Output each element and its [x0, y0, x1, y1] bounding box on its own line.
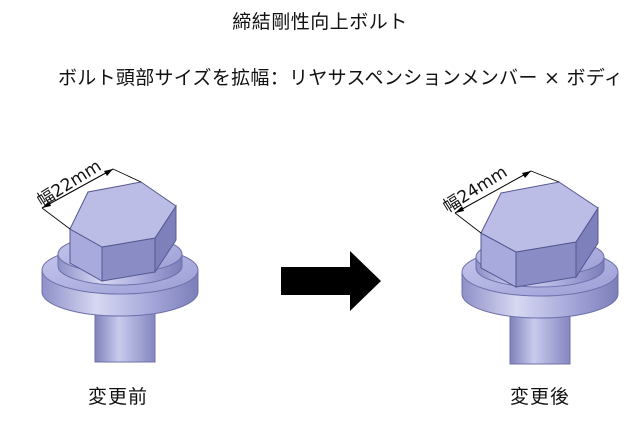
diagram-subtitle: ボルト頭部サイズを拡幅：リヤサスペンションメンバー × ボディ [58, 67, 624, 89]
caption-after: 変更後 [510, 386, 571, 408]
bolt-before-hex-top [69, 181, 177, 248]
bolt-after-hex-top [480, 181, 599, 253]
transition-arrow [281, 251, 381, 311]
caption-before: 変更前 [88, 386, 149, 408]
bolt-before-shank [94, 309, 156, 363]
bolt-after-shank [509, 311, 571, 365]
bolt-before [41, 168, 199, 363]
diagram-title: 締結剛性向上ボルト [232, 11, 408, 33]
bolt-after [454, 170, 619, 365]
